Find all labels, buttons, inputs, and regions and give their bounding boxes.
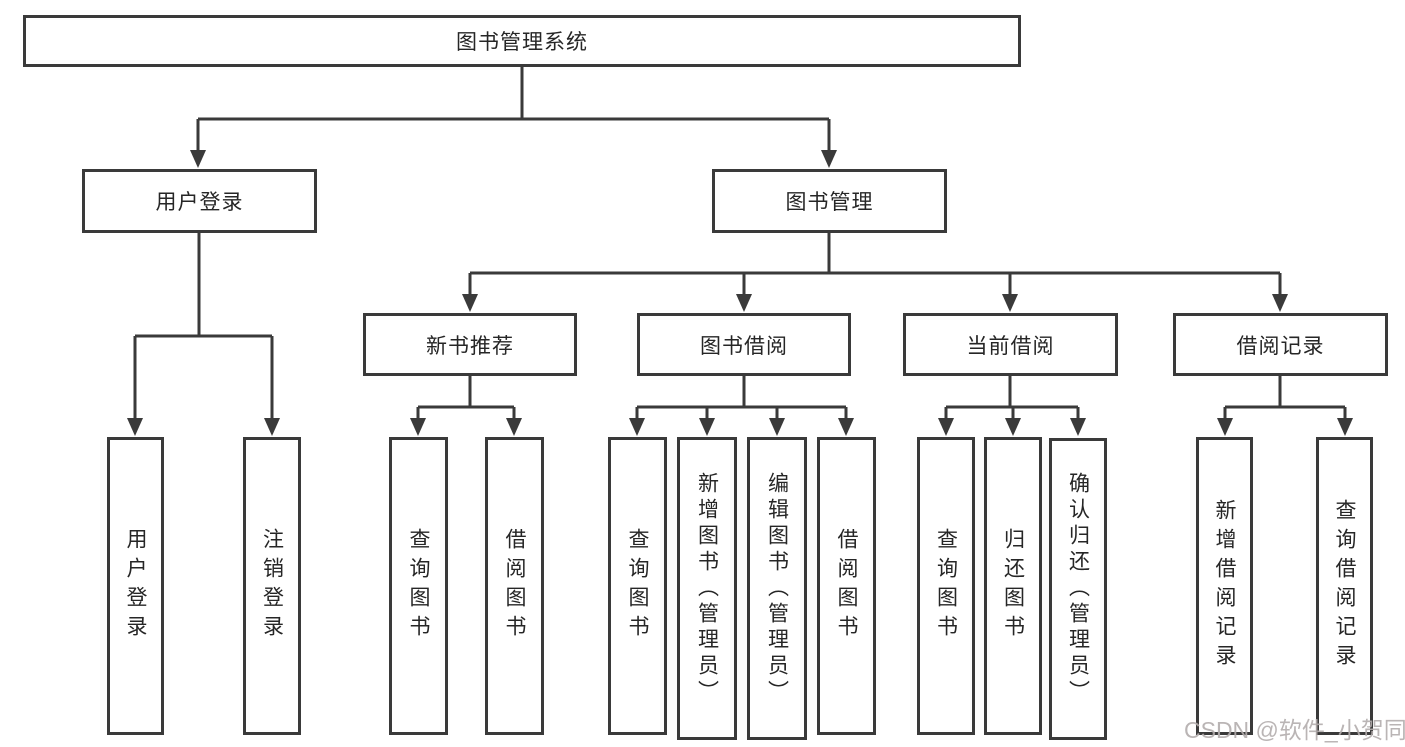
node-root-label: 图书管理系统 — [456, 31, 588, 54]
connector-user-login-to-leaves — [133, 233, 274, 420]
node-current-borrow-label: 当前借阅 — [966, 334, 1055, 358]
leaf-user-login-label: 用户登录 — [124, 528, 147, 644]
leaf-edit-books-admin: 编辑图书（管理员） — [747, 437, 807, 740]
leaf-query-borrow-record-label: 查询借阅记录 — [1333, 499, 1356, 673]
node-book-borrow: 图书借阅 — [637, 313, 851, 376]
node-book-management-label: 图书管理 — [785, 191, 874, 214]
node-current-borrow: 当前借阅 — [903, 313, 1118, 376]
leaf-recommend-borrow-books-label: 借阅图书 — [503, 528, 526, 644]
leaf-borrow-books: 借阅图书 — [817, 437, 876, 735]
leaf-logout-label: 注销登录 — [260, 528, 284, 644]
leaf-borrow-query-books: 查询图书 — [608, 437, 667, 735]
leaf-return-books: 归还图书 — [984, 437, 1042, 735]
connector-root-to-level2 — [196, 67, 831, 152]
leaf-current-query-books-label: 查询图书 — [934, 528, 958, 644]
node-borrow-records-label: 借阅记录 — [1236, 334, 1325, 358]
leaf-return-books-label: 归还图书 — [1001, 528, 1025, 644]
node-new-book-recommend-label: 新书推荐 — [426, 334, 514, 358]
leaf-confirm-return-admin: 确认归还（管理员） — [1049, 438, 1107, 740]
leaf-borrow-books-label: 借阅图书 — [835, 528, 858, 644]
node-user-login-branch: 用户登录 — [82, 169, 317, 233]
leaf-recommend-query-books-label: 查询图书 — [407, 528, 430, 644]
node-book-management: 图书管理 — [712, 169, 947, 233]
leaf-recommend-query-books: 查询图书 — [389, 437, 448, 735]
connector-new-book-recommend-to-leaves — [416, 376, 516, 420]
leaf-add-books-admin: 新增图书（管理员） — [677, 437, 737, 740]
arrowheads — [127, 150, 1353, 436]
leaf-user-login: 用户登录 — [107, 437, 164, 735]
node-borrow-records: 借阅记录 — [1173, 313, 1388, 376]
leaf-edit-books-admin-label: 编辑图书（管理员） — [765, 471, 789, 706]
node-root: 图书管理系统 — [23, 15, 1021, 67]
leaf-logout: 注销登录 — [243, 437, 301, 735]
node-book-borrow-label: 图书借阅 — [700, 334, 788, 358]
node-new-book-recommend: 新书推荐 — [363, 313, 577, 376]
leaf-borrow-query-books-label: 查询图书 — [626, 528, 649, 644]
connector-book-management-to-level3 — [468, 233, 1282, 296]
leaf-confirm-return-admin-label: 确认归还（管理员） — [1066, 472, 1090, 706]
leaf-recommend-borrow-books: 借阅图书 — [485, 437, 544, 735]
node-user-login-branch-label: 用户登录 — [155, 191, 244, 214]
leaf-add-books-admin-label: 新增图书（管理员） — [695, 471, 719, 706]
connector-book-borrow-to-leaves — [635, 376, 848, 420]
connector-borrow-records-to-leaves — [1223, 376, 1347, 420]
leaf-add-borrow-record-label: 新增借阅记录 — [1213, 499, 1236, 673]
leaf-current-query-books: 查询图书 — [917, 437, 975, 735]
leaf-add-borrow-record: 新增借阅记录 — [1196, 437, 1253, 735]
csdn-watermark: CSDN @软件_小贺同学 — [1184, 717, 1405, 743]
connector-current-borrow-to-leaves — [944, 376, 1080, 420]
leaf-query-borrow-record: 查询借阅记录 — [1316, 437, 1373, 735]
